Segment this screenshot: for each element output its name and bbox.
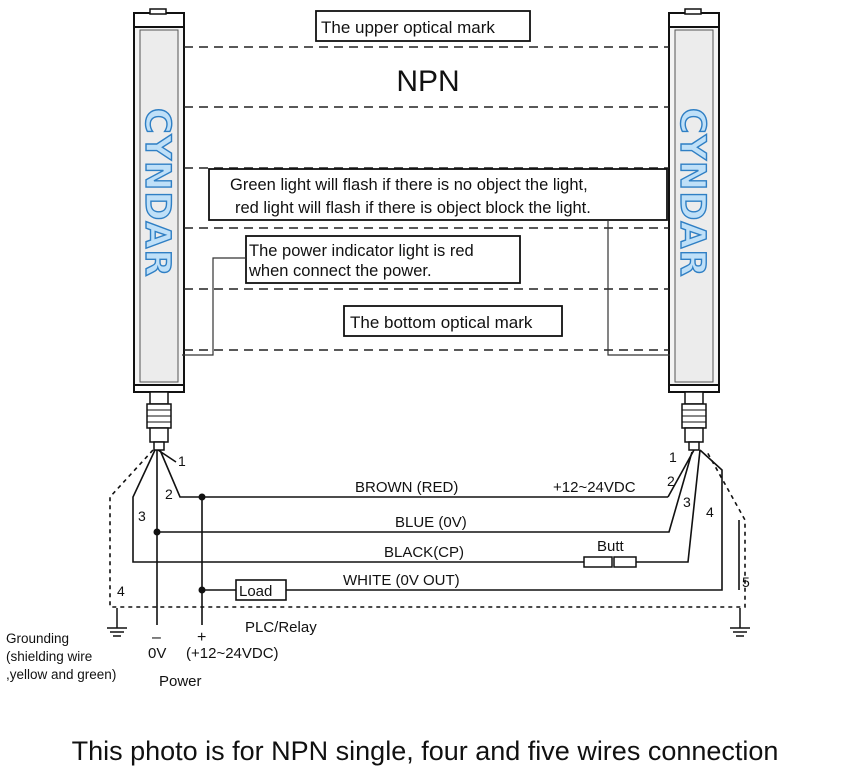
power-note-line-2: when connect the power. — [248, 262, 432, 280]
grounding-line-3: ,yellow and green) — [6, 667, 116, 682]
junction-brown — [198, 493, 206, 501]
left-wire-brown — [159, 449, 668, 498]
butt-label: Butt — [597, 538, 625, 555]
power-leader — [182, 257, 246, 356]
left-shield — [109, 449, 746, 608]
caption: This photo is for NPN single, four and f… — [72, 736, 779, 766]
left-wire-blue — [156, 450, 693, 533]
right-pin-3: 3 — [683, 494, 691, 510]
right-wire-brown — [667, 449, 695, 498]
wiring — [109, 449, 746, 625]
bottom-mark-box — [343, 305, 563, 337]
grounding-line-2: (shielding wire — [6, 649, 92, 664]
upper-mark-label: The upper optical mark — [321, 18, 495, 37]
flash-note-line-1: Green light will flash if there is no ob… — [230, 176, 588, 194]
right-pin-1: 1 — [669, 449, 677, 465]
right-pin-4: 4 — [706, 504, 714, 520]
right-brand-label: CYNDAR — [672, 108, 712, 277]
optical-beams — [184, 46, 669, 351]
flash-note-line-2: red light will flash if there is object … — [235, 199, 591, 217]
upper-mark-box — [315, 10, 531, 42]
flash-note-box — [208, 168, 668, 221]
left-pin-2: 2 — [165, 486, 173, 502]
left-wire-black — [132, 449, 584, 563]
power-supply-label: (+12~24VDC) — [186, 645, 279, 662]
right-pin-2: 2 — [667, 473, 675, 489]
butt-switch — [583, 556, 637, 568]
bottom-mark-label: The bottom optical mark — [350, 313, 533, 332]
load-box — [235, 579, 287, 601]
npn-title: NPN — [396, 65, 459, 98]
power-0v-label: 0V — [148, 645, 166, 662]
blue-wire-label: BLUE (0V) — [395, 514, 467, 531]
brown-wire-label: BROWN (RED) — [355, 479, 458, 496]
flash-leader — [607, 220, 670, 356]
left-pin-3: 3 — [138, 508, 146, 524]
power-note-box — [245, 235, 521, 284]
ground-icon-right — [730, 608, 750, 637]
left-pin-1: 1 — [178, 453, 186, 469]
junction-blue — [153, 528, 161, 536]
left-pin-4: 4 — [117, 583, 125, 599]
right-pin-5: 5 — [742, 574, 750, 590]
grounding-line-1: Grounding — [6, 631, 69, 646]
plc-label: PLC/Relay — [245, 619, 317, 636]
leader-lines — [182, 220, 670, 356]
right-wire-black — [636, 449, 701, 563]
junction-load — [198, 586, 206, 594]
white-wire-label: WHITE (0V OUT) — [343, 572, 460, 589]
ground-icon-left — [107, 608, 127, 637]
power-label: Power — [159, 673, 202, 690]
load-label: Load — [239, 583, 272, 600]
right-sensor: CYNDAR — [668, 8, 720, 451]
power-minus-sign: – — [152, 629, 161, 646]
supply-label: +12~24VDC — [553, 479, 636, 496]
power-note-line-1: The power indicator light is red — [249, 242, 474, 260]
left-brand-label: CYNDAR — [137, 108, 177, 277]
load-out — [286, 449, 723, 591]
power-plus-sign: + — [197, 629, 206, 646]
black-wire-label: BLACK(CP) — [384, 544, 464, 561]
left-sensor: CYNDAR — [133, 8, 185, 451]
